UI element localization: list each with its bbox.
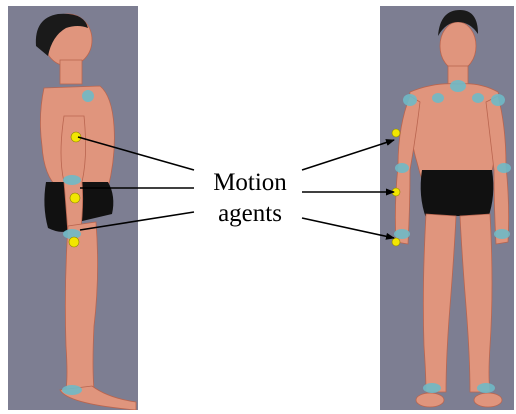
label-agents: agents — [196, 201, 304, 226]
pointer-left-lower — [80, 212, 194, 230]
pointer-left-upper — [78, 137, 194, 170]
label-motion: Motion — [196, 170, 304, 195]
arrow-right-upper — [302, 140, 394, 170]
arrow-right-lower — [302, 218, 394, 238]
